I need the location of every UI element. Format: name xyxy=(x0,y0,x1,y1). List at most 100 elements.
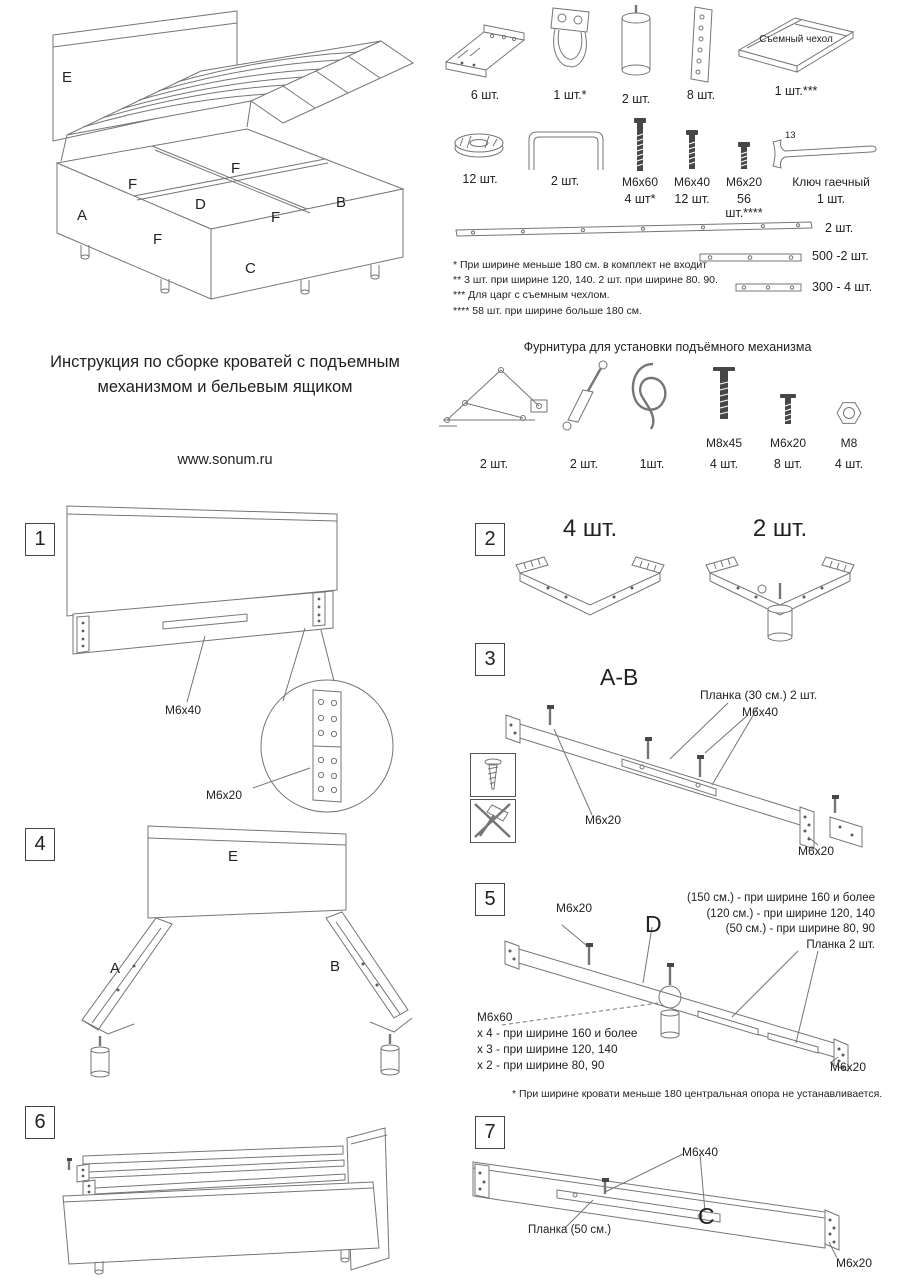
bolt-icon xyxy=(713,367,735,419)
step-2-drawing xyxy=(510,553,890,649)
part-mounting-plate: 8 шт. xyxy=(671,4,731,102)
part-wrench: 13 Ключ гаечный 1 шт. xyxy=(767,130,895,206)
part-qty: 2 шт. xyxy=(621,92,651,106)
corner-bracket-leg-drawing xyxy=(515,556,855,642)
mech-qty: 2 шт. xyxy=(479,457,509,471)
rail-300-icon xyxy=(735,283,802,292)
note-line: *** Для царг с съемным чехлом. xyxy=(453,289,610,302)
bed-overview-drawing xyxy=(52,10,415,300)
rail-500-icon xyxy=(699,253,802,262)
step-1-drawing xyxy=(55,490,405,840)
note-line: ** 3 шт. при ширине 120, 140. 2 шт. при … xyxy=(453,274,718,287)
bolt-icon xyxy=(738,142,750,169)
step3-m6x20-left-label: М6х20 xyxy=(585,813,622,827)
part-leg-cylinder: 2 шт. xyxy=(607,2,665,106)
website-text: www.sonum.ru xyxy=(177,452,273,468)
slat-supports-drawing xyxy=(62,1127,390,1275)
overview-label-c: C xyxy=(245,260,256,277)
removable-cover-icon xyxy=(737,17,855,73)
step-3-number: 3 xyxy=(475,643,505,676)
gas-strut-icon xyxy=(562,360,608,431)
rail-qty: 2 шт. xyxy=(825,221,854,235)
step7-label-c: C xyxy=(698,1203,715,1229)
strap-icon xyxy=(631,362,667,430)
mech-qty: 1шт. xyxy=(639,457,665,471)
part-qty: 1 шт.*** xyxy=(774,84,818,98)
step-1-number: 1 xyxy=(25,523,55,556)
note-line: **** 58 шт. при ширине больше 180 см. xyxy=(453,304,642,317)
step-6-number: 6 xyxy=(25,1106,55,1139)
part-qty: 8 шт. xyxy=(686,88,716,102)
frame-assembly-drawing xyxy=(81,825,413,1078)
part-qty: 12 шт. xyxy=(462,172,498,186)
overview-label-f1: F xyxy=(128,176,138,193)
nut-icon xyxy=(836,402,862,424)
page-title: Инструкция по сборке кроватей с подъемны… xyxy=(50,353,400,396)
step-7-drawing xyxy=(465,1140,895,1278)
bolt-icon xyxy=(686,130,698,169)
bolt-count: х 4 - при ширине 160 и более xyxy=(477,1025,638,1040)
overview-label-f2: F xyxy=(231,160,241,177)
bolt-icon xyxy=(780,394,796,424)
step-4-number: 4 xyxy=(25,828,55,861)
part-removable-cover: Съемный чехол 1 шт.*** xyxy=(735,10,857,98)
part-label: М6х60 xyxy=(621,175,659,189)
step-5-drawing xyxy=(500,923,895,1093)
part-label: М6х20 xyxy=(725,175,763,189)
washer-stack-icon xyxy=(454,133,504,158)
corner-bracket-icon xyxy=(444,24,526,78)
confirmat-screw-box xyxy=(470,753,516,797)
part-u-bracket: 2 шт. xyxy=(519,124,611,188)
part-bolt-m6x40: М6х40 12 шт. xyxy=(667,128,717,206)
hook-bracket-icon xyxy=(550,7,590,68)
step7-planka-label: Планка (50 см.) xyxy=(528,1224,612,1236)
step3-title: A-B xyxy=(600,664,639,690)
bolt-count: х 2 - при ширине 80, 90 xyxy=(477,1057,605,1072)
mechanism-panel: Фурнитура для установки подъёмного механ… xyxy=(435,338,900,488)
step-number-text: 5 xyxy=(484,888,496,910)
part-qty: 56 шт.**** xyxy=(725,191,763,220)
mech-nut-m8: М8 4 шт. xyxy=(823,358,875,488)
width-option: Планка 2 шт. xyxy=(806,938,875,951)
headboard-assembly-drawing xyxy=(66,505,394,813)
part-qty: 12 шт. xyxy=(674,191,710,206)
center-rail-drawing xyxy=(501,924,849,1072)
step-7-number: 7 xyxy=(475,1116,505,1149)
part-qty: 6 шт. xyxy=(470,88,500,102)
front-panel-drawing xyxy=(472,1153,840,1259)
mech-label: М8х45 xyxy=(705,436,743,450)
mech-gas-strut: 2 шт. xyxy=(555,358,613,488)
part-qty: 2 шт. xyxy=(550,174,580,188)
note-line: * При ширине меньше 180 см. в комплект н… xyxy=(453,259,707,271)
long-rail-icon xyxy=(455,221,813,237)
step3-m6x40-label: М6х40 xyxy=(742,705,779,719)
step4-label-a: A xyxy=(110,960,121,977)
u-bracket-icon xyxy=(528,131,604,170)
part-label: Ключ гаечный xyxy=(792,175,870,189)
step4-label-b: B xyxy=(330,958,341,975)
bolt-icon xyxy=(634,118,646,171)
mounting-plate-icon xyxy=(690,6,713,83)
step5-width-options: (150 см.) - при ширине 160 и более (120 … xyxy=(640,891,875,953)
part-bolt-m6x60: М6х60 4 шт* xyxy=(615,116,665,206)
step-number-text: 7 xyxy=(484,1121,496,1143)
overview-label-b: B xyxy=(336,194,347,211)
leg-cylinder-icon xyxy=(621,5,651,76)
mech-qty: 4 шт. xyxy=(834,457,864,471)
part-corner-bracket: 6 шт. xyxy=(440,6,530,102)
step-number-text: 3 xyxy=(484,648,496,670)
no-hammer-icon xyxy=(474,803,511,838)
step5-m6x20-top-label: М6х20 xyxy=(556,901,593,915)
bolt-count: х 3 - при ширине 120, 140 xyxy=(477,1041,618,1056)
step-4-drawing: E A B xyxy=(60,818,440,1098)
part-qty: 1 шт.* xyxy=(553,88,587,102)
step-6-drawing xyxy=(55,1100,445,1278)
wrench-size-label: 13 xyxy=(785,130,796,141)
mech-qty: 8 шт. xyxy=(773,457,803,471)
part-qty: 1 шт. xyxy=(816,191,846,206)
step-3-drawing xyxy=(500,697,900,877)
step3-planka-label: Планка (30 см.) 2 шт. xyxy=(700,688,818,702)
step5-m6x60-label: М6х60 xyxy=(477,1010,513,1024)
mech-strap: 1шт. xyxy=(617,358,687,488)
